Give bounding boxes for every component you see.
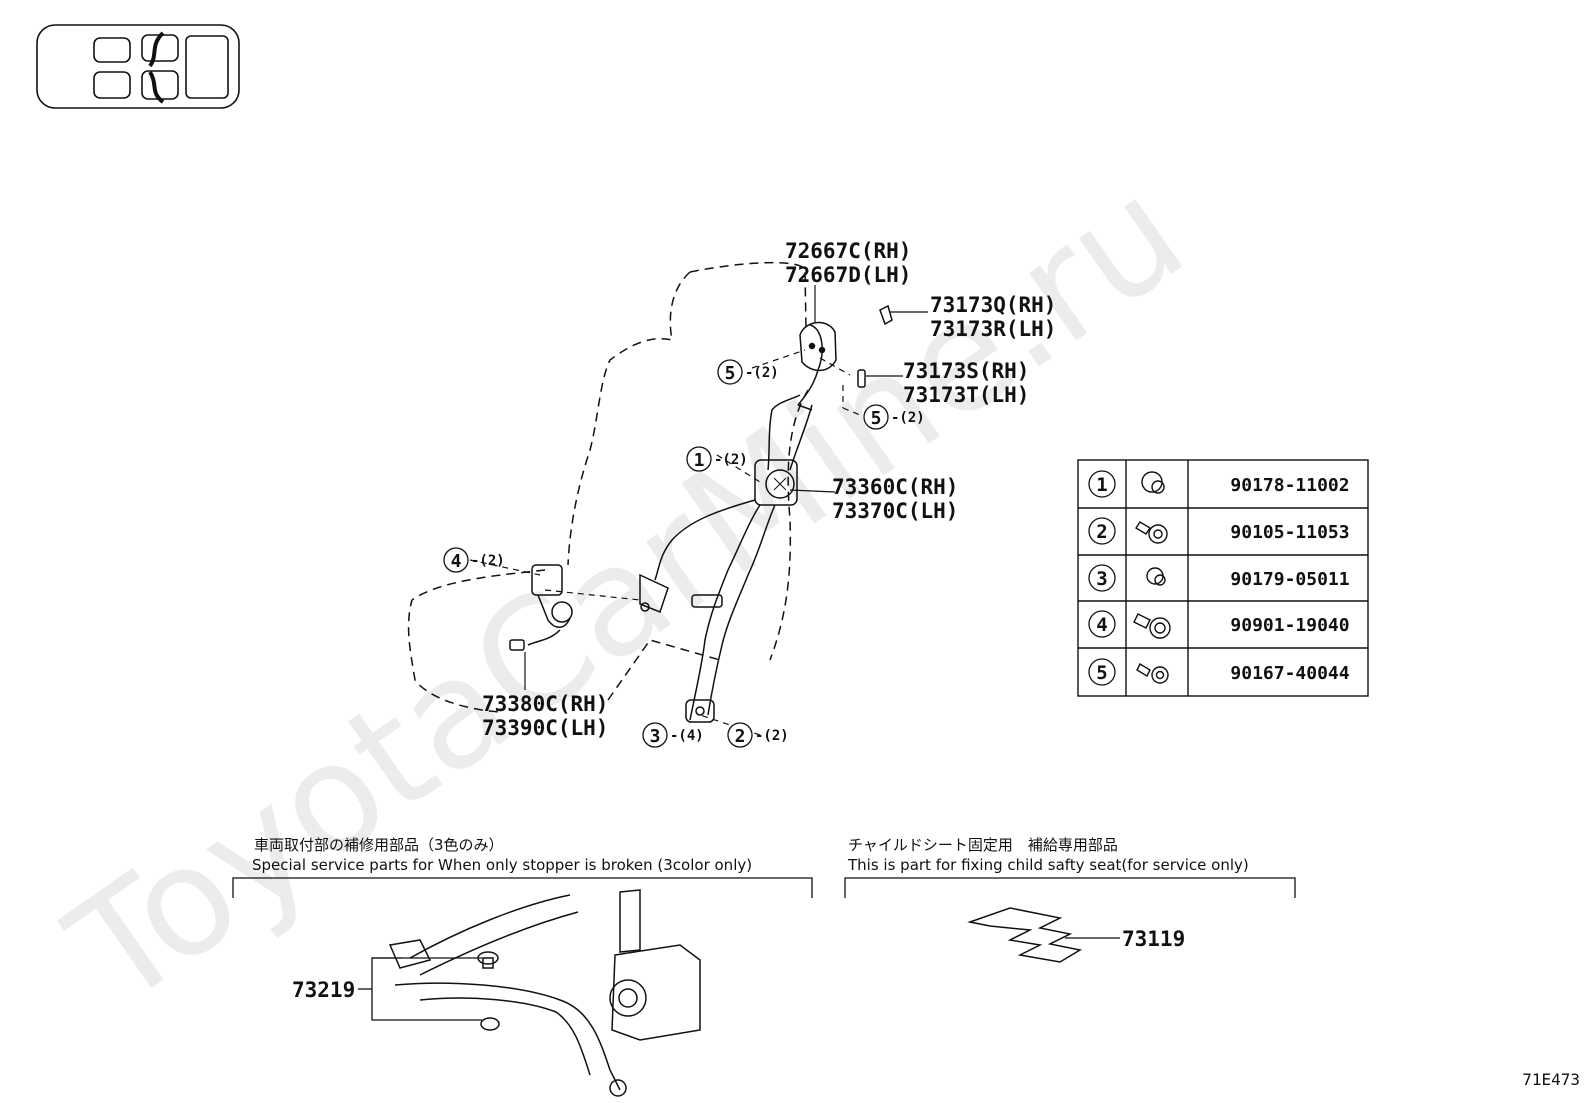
diagram-fastener-2: 5 -(2) [863,404,925,430]
svg-text:73173S(RH): 73173S(RH) [903,359,1029,383]
watermark-text: ToyotaCarMine.ru [40,145,1214,1040]
table-ref: 4 [1096,614,1107,636]
table-row: 3 90179-05011 [1088,564,1350,592]
callout-retractor[interactable]: 73360C(RH) 73370C(LH) [832,475,958,523]
table-part: 90901-19040 [1230,615,1349,636]
child-seat-note-en: This is part for fixing child safty seat… [848,856,1249,874]
svg-text:73119: 73119 [1122,927,1185,951]
callout-stopper-kit[interactable]: 73219 [292,978,355,1002]
fastener-table [1077,459,1369,697]
bolt-icon [1136,663,1169,684]
diagram-fastener-3: 1 -(2) [686,446,748,472]
table-row: 4 90901-19040 [1088,610,1350,639]
callout-clip-a[interactable]: 73173Q(RH) 73173R(LH) [930,293,1056,341]
fastener-ref: 2 [735,726,746,747]
callout-child-seat-plate[interactable]: 73119 [1122,927,1185,951]
diagram-fastener-4: 4 -(2) [443,547,505,573]
section-brackets [232,877,1296,898]
fastener-qty: -(2) [745,365,779,381]
figure-code: 71E473 [1522,1070,1580,1089]
stopper-note-jp: 車両取付部の補修用部品（3色のみ） [254,836,504,854]
svg-text:73173R(LH): 73173R(LH) [930,317,1056,341]
fastener-ref: 1 [694,450,705,471]
table-ref: 1 [1096,474,1107,496]
svg-text:73219: 73219 [292,978,355,1002]
nut-icon [1146,567,1166,586]
fastener-qty: -(2) [714,452,748,468]
dashed-leaders [469,349,861,736]
nut-icon [1141,471,1165,494]
callout-anchor-cover[interactable]: 72667C(RH) 72667D(LH) [785,239,911,287]
fastener-ref: 3 [650,726,661,747]
callout-buckle[interactable]: 73380C(RH) 73390C(LH) [482,692,608,740]
fastener-qty: -(4) [670,728,704,744]
svg-text:73173T(LH): 73173T(LH) [903,383,1029,407]
table-part: 90105-11053 [1230,522,1349,543]
fastener-qty: -(2) [891,410,925,426]
table-ref: 3 [1096,568,1107,590]
bolt-icon [1135,521,1168,544]
callout-clip-b[interactable]: 73173S(RH) 73173T(LH) [903,359,1029,407]
child-seat-note-jp: チャイルドシート固定用 補給専用部品 [848,836,1118,854]
stopper-kit-illustration [388,889,701,1097]
fastener-qty: -(2) [471,553,505,569]
svg-text:73380C(RH): 73380C(RH) [482,692,608,716]
seat-outline [407,261,809,713]
svg-text:72667D(LH): 72667D(LH) [785,263,911,287]
table-ref: 5 [1096,662,1107,684]
leader-lines [524,285,928,690]
svg-text:73370C(LH): 73370C(LH) [832,499,958,523]
fastener-ref: 4 [451,551,462,572]
clip-b-part [857,369,866,388]
table-row: 2 90105-11053 [1088,517,1350,545]
diagram-fastener-5: 3 -(4) [642,722,704,748]
bolt-icon [1133,613,1171,639]
svg-text:73173Q(RH): 73173Q(RH) [930,293,1056,317]
stopper-kit-leader [358,957,482,1021]
stopper-note-en: Special service parts for When only stop… [252,856,753,874]
fastener-table-rows: 1 90178-11002 2 90105-11053 3 90179-0501… [1088,470,1350,686]
table-part: 90178-11002 [1230,475,1349,496]
seat-locator-icon [36,24,240,109]
fastener-qty: -(2) [755,728,789,744]
table-row: 5 90167-40044 [1088,658,1350,686]
diagram-fastener-1: 5 -(2) [717,359,779,385]
child-seat-plate-illustration [967,907,1083,963]
table-part: 90167-40044 [1230,663,1349,684]
svg-text:72667C(RH): 72667C(RH) [785,239,911,263]
table-ref: 2 [1096,521,1107,543]
table-row: 1 90178-11002 [1088,470,1350,498]
svg-text:73390C(LH): 73390C(LH) [482,716,608,740]
table-part: 90179-05011 [1230,569,1349,590]
fastener-ref: 5 [871,408,882,429]
fastener-ref: 5 [725,363,736,384]
clip-a-part [879,304,893,326]
anchor-cover-part [799,321,837,372]
watermark: ToyotaCarMine.ru [40,145,1214,1040]
buckle-part [509,564,573,651]
svg-text:73360C(RH): 73360C(RH) [832,475,958,499]
diagram-fastener-6: 2 -(2) [727,722,789,748]
